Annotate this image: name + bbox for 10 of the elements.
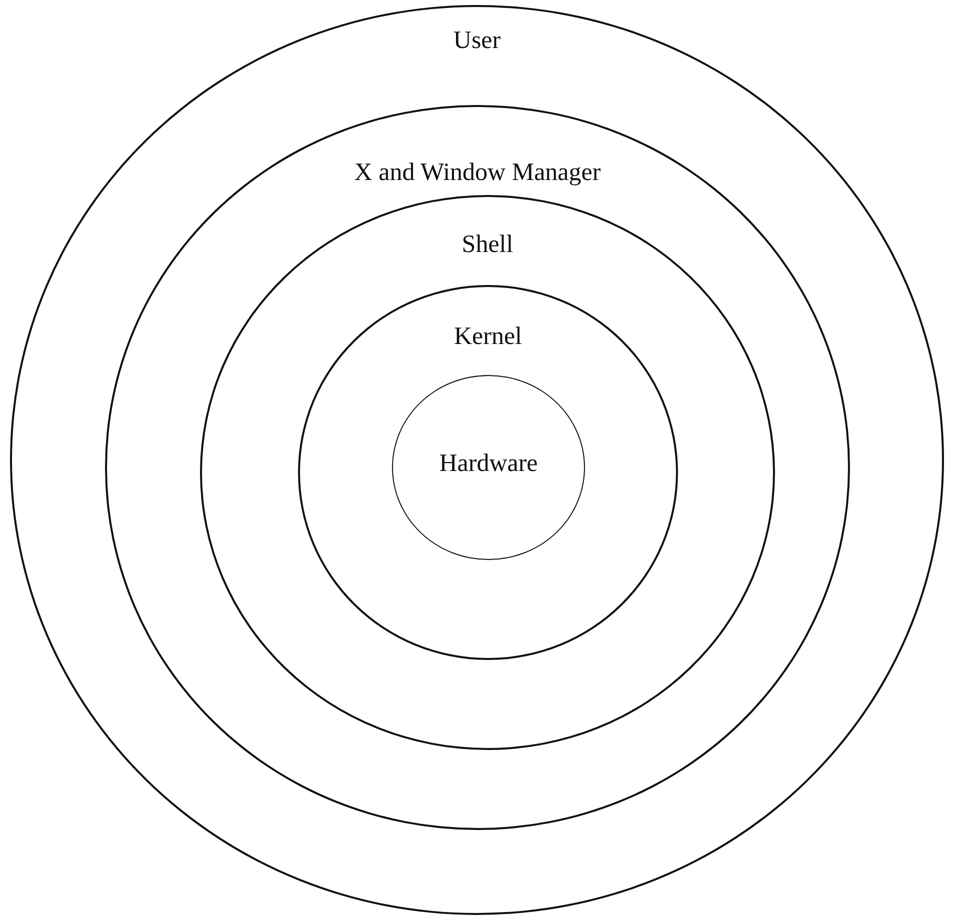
- layer-label: Hardware: [439, 450, 538, 478]
- layer-circle: [10, 5, 944, 915]
- layer-label: X and Window Manager: [354, 159, 601, 187]
- layer-label: User: [453, 27, 501, 55]
- layer-circle: [392, 375, 585, 560]
- layer-label: Shell: [462, 231, 514, 259]
- layer-circle: [105, 105, 850, 830]
- layer-circle: [298, 285, 678, 660]
- layer-label: Kernel: [454, 323, 522, 351]
- layer-circle: [200, 195, 775, 750]
